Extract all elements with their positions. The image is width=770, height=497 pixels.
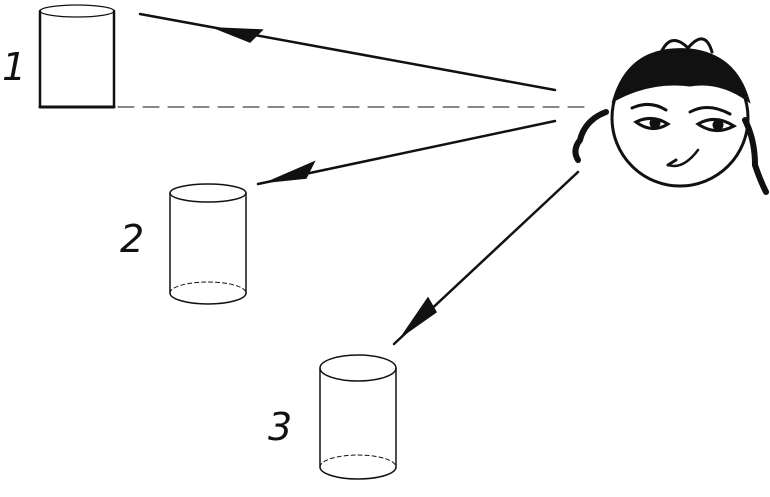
sight-arrow-3: [392, 170, 580, 346]
cylinder-2: [169, 183, 247, 305]
label-1: 1: [2, 45, 26, 89]
observer-face: [572, 37, 769, 195]
sight-arrow-1: [138, 12, 557, 92]
label-3: 3: [268, 405, 292, 449]
cylinder-1: [38, 4, 116, 109]
cylinder-3: [319, 354, 397, 480]
sight-arrow-2: [256, 119, 557, 186]
label-2: 2: [120, 217, 144, 261]
